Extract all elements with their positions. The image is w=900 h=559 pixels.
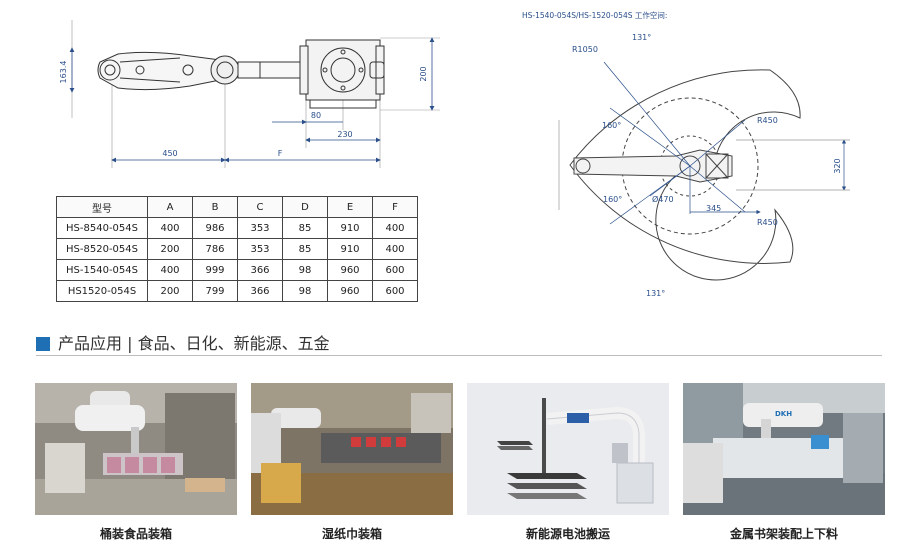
table-cell: 85 (282, 238, 328, 260)
table-cell: 98 (282, 280, 328, 302)
section-accent-bar (36, 337, 50, 351)
table-cell: 786 (192, 238, 238, 260)
application-caption-food: 桶装食品装箱 (99, 527, 172, 541)
diameter-470-label: Ø470 (652, 194, 674, 204)
workspace-dimension-lines (558, 61, 850, 225)
angle-131-bottom-label: 131° (646, 289, 665, 298)
table-cell: HS1520-054S (56, 280, 148, 302)
r450-bottom-label: R450 (757, 218, 778, 227)
table-cell: 799 (192, 280, 238, 302)
dim-450-label: 450 (162, 149, 177, 158)
table-cell: 400 (372, 217, 418, 239)
spec-header-c: C (237, 196, 283, 218)
robot-dimensions (69, 37, 435, 163)
table-cell: 960 (327, 259, 373, 281)
application-caption-shelf: 金属书架装配上下料 (729, 527, 838, 541)
section-title: 产品应用 | 食品、日化、新能源、五金 (58, 334, 330, 353)
table-cell: 910 (327, 238, 373, 260)
dim-230-label: 230 (337, 130, 352, 139)
table-cell: 400 (147, 217, 193, 239)
section-header: 产品应用 | 食品、日化、新能源、五金 (36, 334, 882, 356)
brand-logo: DKH (775, 410, 792, 418)
table-cell: 400 (372, 238, 418, 260)
table-row: HS-1540-054S 400 999 366 98 960 600 (56, 259, 418, 281)
table-cell: HS-8540-054S (56, 217, 148, 239)
workspace-diagram (569, 69, 801, 281)
table-cell: 353 (237, 238, 283, 260)
table-cell: 986 (192, 217, 238, 239)
dim-200-label: 200 (419, 66, 428, 81)
spec-header-e: E (327, 196, 373, 218)
dim-80-label: 80 (311, 111, 321, 120)
robot-top-view (71, 20, 440, 168)
spec-header-row: 型号 A B C D E F (56, 196, 418, 218)
table-cell: 910 (327, 217, 373, 239)
dim-163-label: 163.4 (59, 61, 68, 84)
table-row: HS-8520-054S 200 786 353 85 910 400 (56, 238, 418, 260)
dim-320-label: 320 (833, 158, 842, 173)
table-cell: 999 (192, 259, 238, 281)
table-row: HS1520-054S 200 799 366 98 960 600 (56, 280, 418, 302)
spec-table: 型号 A B C D E F HS-8540-054S 400 986 353 … (56, 196, 418, 302)
application-caption-battery: 新能源电池搬运 (525, 527, 610, 541)
table-cell: 600 (372, 280, 418, 302)
technical-drawings: 163.4 200 80 230 450 F HS-1540-054S/HS-1… (59, 10, 850, 298)
angle-160-top-label: 160° (602, 121, 621, 130)
angle-160-bottom-label: 160° (603, 195, 622, 204)
spec-header-d: D (282, 196, 328, 218)
drawing-canvas: 163.4 200 80 230 450 F HS-1540-054S/HS-1… (59, 10, 850, 298)
spec-header-f: F (372, 196, 418, 218)
table-cell: 200 (147, 280, 193, 302)
spec-header-a: A (147, 196, 193, 218)
table-cell: 400 (147, 259, 193, 281)
table-cell: 366 (237, 280, 283, 302)
table-cell: 366 (237, 259, 283, 281)
application-photo-shelf: DKH (683, 383, 885, 515)
table-cell: 200 (147, 238, 193, 260)
application-photo-wipes (251, 383, 453, 515)
table-cell: 600 (372, 259, 418, 281)
workspace-title: HS-1540-054S/HS-1520-054S 工作空间: (522, 10, 667, 20)
table-cell: 85 (282, 217, 328, 239)
application-photo-food (35, 383, 237, 515)
angle-131-top-label: 131° (632, 33, 651, 42)
dim-345-label: 345 (706, 204, 721, 213)
spec-header-b: B (192, 196, 238, 218)
spec-header-model: 型号 (56, 196, 148, 218)
r450-top-label: R450 (757, 116, 778, 125)
table-cell: 98 (282, 259, 328, 281)
r1050-label: R1050 (572, 45, 598, 54)
table-cell: 960 (327, 280, 373, 302)
section-divider (36, 355, 882, 356)
table-row: HS-8540-054S 400 986 353 85 910 400 (56, 217, 418, 239)
table-cell: 353 (237, 217, 283, 239)
table-cell: HS-8520-054S (56, 238, 148, 260)
table-cell: HS-1540-054S (56, 259, 148, 281)
dim-f-label: F (278, 149, 283, 158)
application-caption-wipes: 湿纸巾装箱 (321, 527, 382, 541)
application-photo-battery (467, 383, 669, 515)
